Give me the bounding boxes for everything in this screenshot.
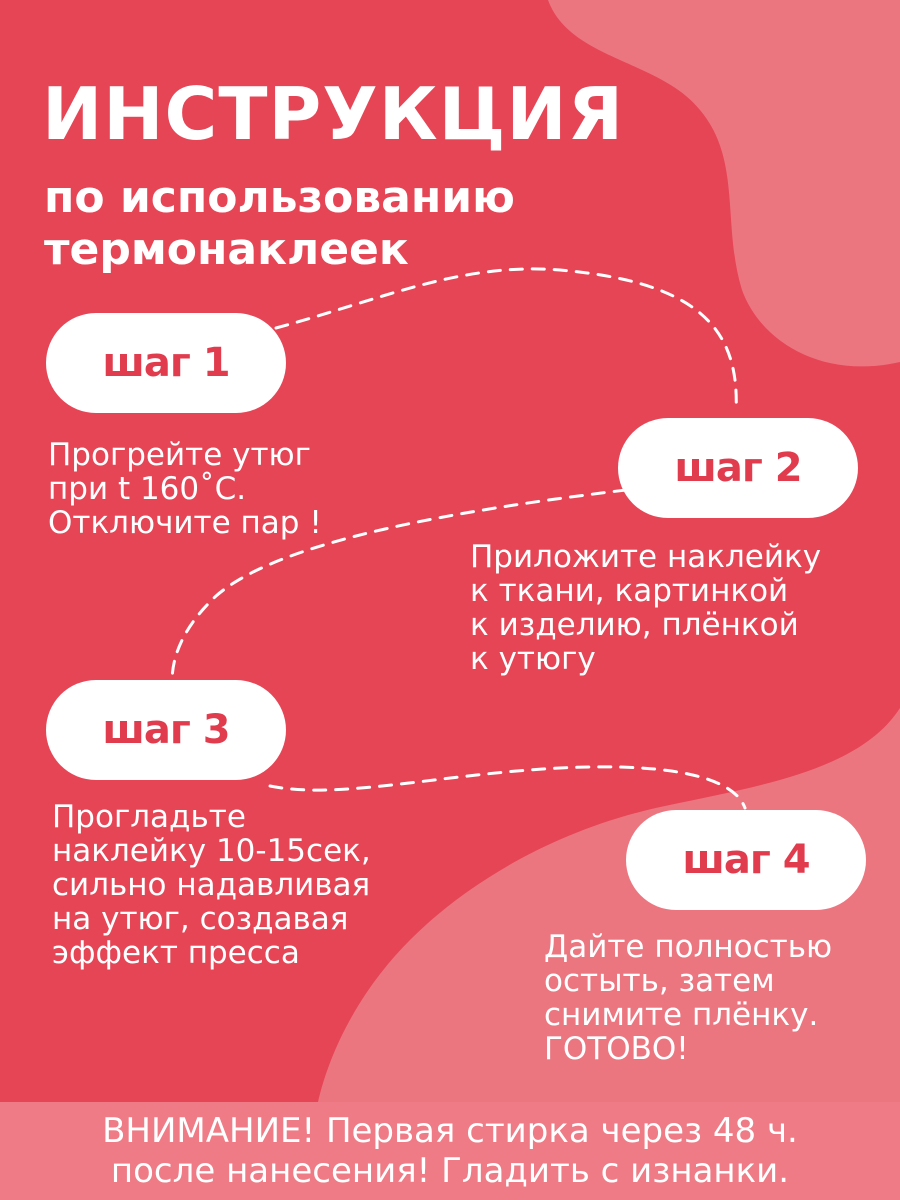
step-3-line: наклейку 10-15сек, — [52, 833, 371, 869]
step-4-line: снимите плёнку. — [544, 997, 819, 1033]
step-4-line: ГОТОВО! — [544, 1031, 689, 1067]
step-2-description: Приложите наклейку к ткани, картинкой к … — [470, 540, 821, 676]
page-title: ИНСТРУКЦИЯ — [42, 72, 625, 156]
subtitle-line: термонаклеек — [44, 224, 409, 275]
step-4-label: шаг 4 — [682, 837, 810, 883]
warning-line: после нанесения! Гладить с изнанки. — [110, 1151, 790, 1191]
step-3-badge: шаг 3 — [46, 680, 286, 780]
step-4-badge: шаг 4 — [626, 810, 866, 910]
step-1-description: Прогрейте утюг при t 160˚С. Отключите па… — [48, 438, 322, 540]
step-2-line: к изделию, плёнкой — [470, 607, 799, 643]
step-3-line: эффект пресса — [52, 935, 300, 971]
warning-line: ВНИМАНИЕ! Первая стирка через 48 ч. — [102, 1111, 798, 1151]
step-2-line: к ткани, картинкой — [470, 573, 789, 609]
step-1-badge: шаг 1 — [46, 313, 286, 413]
warning-banner: ВНИМАНИЕ! Первая стирка через 48 ч. посл… — [0, 1102, 900, 1200]
step-3-line: сильно надавливая — [52, 867, 371, 903]
step-1-line: Отключите пар ! — [48, 505, 322, 541]
step-2-line: Приложите наклейку — [470, 539, 822, 575]
step-2-badge: шаг 2 — [618, 418, 858, 518]
step-1-line: при t 160˚С. — [48, 471, 247, 507]
step-2-label: шаг 2 — [674, 445, 802, 491]
step-3-label: шаг 3 — [102, 707, 230, 753]
step-3-description: Прогладьте наклейку 10-15сек, сильно над… — [52, 800, 371, 970]
step-3-line: на утюг, создавая — [52, 901, 349, 937]
step-1-line: Прогрейте утюг — [48, 437, 311, 473]
step-4-line: Дайте полностью — [544, 929, 833, 965]
step-4-description: Дайте полностью остыть, затем снимите пл… — [544, 930, 832, 1066]
step-1-label: шаг 1 — [102, 340, 230, 386]
step-4-line: остыть, затем — [544, 963, 775, 999]
page-subtitle: по использованию термонаклеек — [44, 172, 515, 276]
step-2-line: к утюгу — [470, 641, 596, 677]
step-3-line: Прогладьте — [52, 799, 246, 835]
subtitle-line: по использованию — [44, 172, 515, 223]
